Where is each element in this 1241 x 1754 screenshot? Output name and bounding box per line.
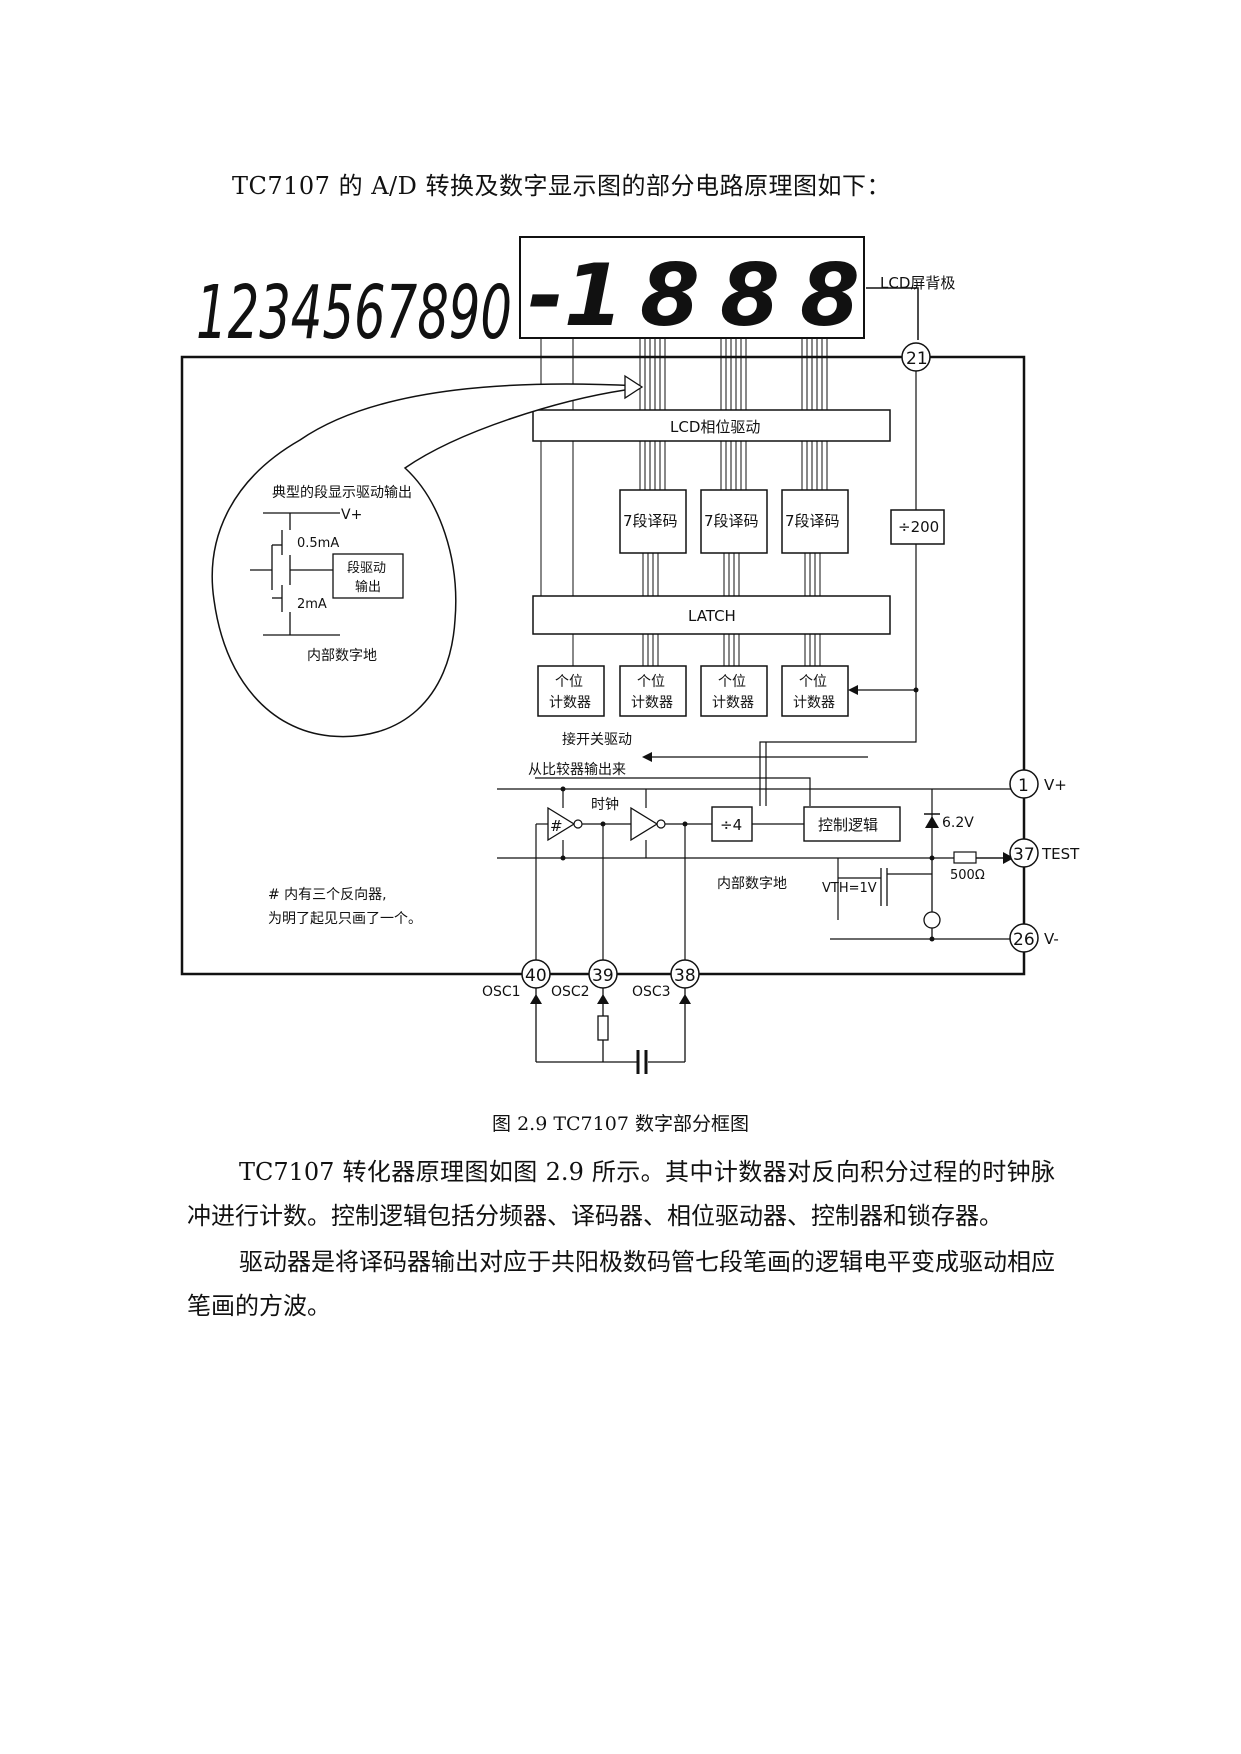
svg-text:37: 37 — [1013, 845, 1035, 865]
svg-text:输出: 输出 — [355, 579, 381, 595]
segment-sample: 1234567890 — [196, 270, 512, 356]
pin-37 — [1009, 838, 1039, 868]
control-logic — [803, 806, 901, 842]
display-bus — [540, 338, 828, 666]
svg-text:2mA: 2mA — [297, 597, 327, 612]
lcd-display — [519, 236, 865, 339]
svg-text:TEST: TEST — [1041, 845, 1080, 863]
svg-text:39: 39 — [592, 966, 614, 986]
latch — [532, 595, 891, 635]
body-paragraph-2: 驱动器是将译码器输出对应于共阳极数码管七段笔画的逻辑电平变成驱动相应笔画的方波。 — [187, 1248, 1055, 1320]
svg-text:0.5mA: 0.5mA — [297, 536, 339, 551]
svg-text:计数器: 计数器 — [712, 695, 754, 711]
svg-text:段驱动: 段驱动 — [347, 561, 386, 576]
svg-text:7段译码: 7段译码 — [785, 512, 840, 530]
svg-text:个位: 个位 — [637, 674, 665, 690]
lcd-digit-2: 8 — [640, 246, 700, 346]
svg-text:LCD相位驱动: LCD相位驱动 — [670, 418, 760, 436]
svg-text:从比较器输出来: 从比较器输出来 — [528, 762, 626, 778]
svg-text:V+: V+ — [1044, 776, 1067, 794]
svg-text:典型的段显示驱动输出: 典型的段显示驱动输出 — [272, 485, 412, 501]
svg-text:内部数字地: 内部数字地 — [717, 876, 787, 892]
svg-text:时钟: 时钟 — [591, 796, 619, 813]
counter-2 — [619, 665, 687, 717]
svg-text:个位: 个位 — [799, 674, 827, 690]
svg-text:LATCH: LATCH — [688, 607, 736, 625]
svg-text:#: # — [550, 817, 563, 835]
inset-arrow — [624, 374, 644, 400]
intro-text: TC7107 的 A/D 转换及数字显示图的部分电路原理图如下： — [232, 172, 891, 200]
svg-text:7段译码: 7段译码 — [623, 512, 678, 530]
resistor-500 — [953, 851, 977, 864]
vth-transistor — [830, 858, 1014, 940]
svg-text:26: 26 — [1013, 930, 1035, 950]
svg-text:# 内有三个反向器,: # 内有三个反向器, — [268, 887, 387, 903]
divider-4 — [711, 806, 753, 842]
svg-text:500Ω: 500Ω — [950, 868, 985, 883]
pin-1 — [1009, 769, 1039, 799]
body-paragraph-1: TC7107 转化器原理图如图 2.9 所示。其中计数器对反向积分过程的时钟脉冲… — [187, 1158, 1055, 1230]
backplane-wire — [866, 287, 919, 340]
svg-text:为明了起见只画了一个。: 为明了起见只画了一个。 — [268, 911, 422, 927]
decoder-1 — [619, 489, 687, 554]
svg-text:个位: 个位 — [718, 674, 746, 690]
figure-caption: 图 2.9 TC7107 数字部分框图 — [492, 1113, 749, 1135]
svg-text:VTH=1V: VTH=1V — [822, 881, 877, 896]
lcd-digit-4: 8 — [800, 246, 860, 346]
svg-text:7段译码: 7段译码 — [704, 512, 759, 530]
svg-text:V-: V- — [1044, 930, 1059, 948]
counter-3 — [700, 665, 768, 717]
counter-4 — [781, 665, 849, 717]
svg-text:个位: 个位 — [555, 674, 583, 690]
inverter-2 — [630, 806, 659, 842]
svg-text:OSC2: OSC2 — [551, 984, 590, 1000]
svg-text:计数器: 计数器 — [793, 695, 835, 711]
svg-text:6.2V: 6.2V — [942, 815, 974, 831]
inset-bubble — [211, 383, 641, 738]
svg-text:1: 1 — [1018, 776, 1029, 796]
svg-text:OSC1: OSC1 — [482, 984, 521, 1000]
svg-text:40: 40 — [525, 966, 547, 986]
svg-text:21: 21 — [906, 349, 928, 369]
pin-26 — [1009, 923, 1039, 953]
block-diagram: 1234567890 -1 8 8 8 LCD屏背极 21 — [180, 236, 1080, 1074]
decoder-3 — [781, 489, 849, 554]
svg-text:计数器: 计数器 — [549, 695, 591, 711]
svg-text:÷200: ÷200 — [898, 518, 939, 536]
svg-text:内部数字地: 内部数字地 — [307, 648, 377, 664]
lcd-digit-3: 8 — [720, 246, 780, 346]
counter-1 — [537, 665, 605, 717]
svg-text:V+: V+ — [341, 507, 362, 523]
svg-text:÷4: ÷4 — [720, 816, 742, 834]
svg-text:OSC3: OSC3 — [632, 984, 671, 1000]
inset-driver-circuit — [250, 512, 340, 636]
inset-segment-driver — [332, 553, 404, 599]
lcd-digit-1: -1 — [528, 246, 624, 346]
decoder-2 — [700, 489, 768, 554]
svg-text:38: 38 — [674, 966, 696, 986]
svg-text:控制逻辑: 控制逻辑 — [818, 816, 878, 834]
svg-text:计数器: 计数器 — [631, 695, 673, 711]
svg-text:接开关驱动: 接开关驱动 — [562, 731, 632, 748]
lcd-phase-driver — [532, 409, 891, 442]
divider-200 — [890, 509, 945, 545]
